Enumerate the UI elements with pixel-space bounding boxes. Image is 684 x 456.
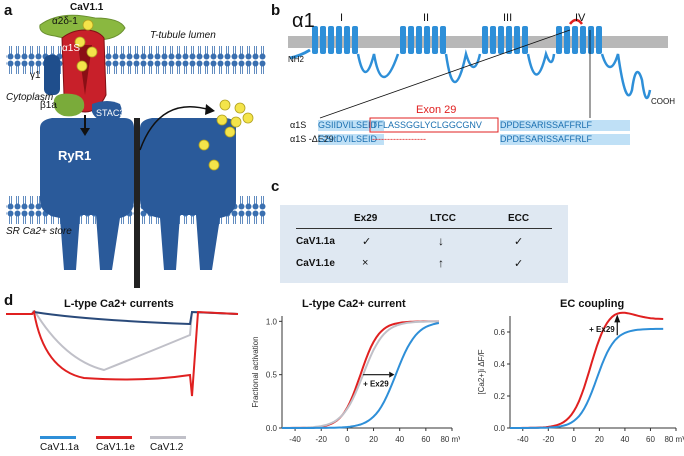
stac3-protein [92, 101, 122, 122]
legend-swatch-1 [40, 436, 76, 439]
annotation-arrowhead [389, 371, 395, 378]
b1a-label: β1a [40, 100, 57, 111]
title-ecc: EC coupling [560, 298, 625, 310]
panel-label-a: a [4, 2, 13, 19]
a1s-label: α1S [62, 43, 81, 54]
x-tick-label: 20 [369, 435, 378, 444]
annotation-arrowhead [614, 314, 621, 323]
exon29-label: Exon 29 [416, 104, 457, 116]
gamma-subunit [44, 55, 60, 95]
seq-row2-a: GSIIDVILSEID [318, 134, 378, 144]
domain-1: I [340, 12, 344, 24]
y-tick-label: 1.0 [266, 317, 278, 326]
x-tick-label: 40 [395, 435, 404, 444]
x-tick-label: -40 [289, 435, 301, 444]
legend-label-2: CaV1.1e [96, 442, 135, 453]
cytoplasm-label: Cytoplasm [6, 92, 54, 103]
table-row2-ltcc: ↑ [438, 256, 444, 270]
stac3-label: STAC3 [96, 108, 125, 118]
seq-row1-b: TFLASSGGLYCLGGCGNV [372, 120, 482, 130]
domain-2: II [423, 12, 430, 24]
ec-coupling-chart: -40 -20 0 20 40 60 80 mV 0.0 0.2 0.4 0.6 [Ca2+]i ΔF… [477, 311, 684, 444]
y-tick-label: 0.2 [494, 392, 506, 401]
a2d-label: α2δ-1 [52, 16, 78, 27]
table-row1-name: CaV1.1a [296, 236, 335, 247]
alpha2delta-subunit [39, 14, 126, 41]
y-tick-label: 0.0 [494, 424, 506, 433]
table-row1-ltcc: ↓ [438, 234, 444, 248]
annotation-label: + Ex29 [363, 380, 389, 389]
table-row1-ecc: ✓ [514, 236, 524, 248]
nh2-label: NH2 [288, 55, 305, 64]
sr-store-label: SR Ca2+ store [6, 226, 72, 237]
seq-row2-c: DPDESARISSAFFRLF [500, 134, 593, 144]
table-header-ex29: Ex29 [354, 213, 378, 224]
cav11-label: CaV1.1 [70, 2, 104, 13]
domain-3: III [503, 12, 513, 24]
ryr1-right [140, 118, 236, 270]
x-tick-label: 60 [646, 435, 655, 444]
x-tick-label: 0 [572, 435, 577, 444]
beta1a-subunit [53, 93, 85, 117]
x-tick-label: -40 [517, 435, 529, 444]
series-line [282, 320, 439, 429]
y-tick-label: 0.6 [494, 328, 506, 337]
series-line [282, 322, 440, 429]
annotation-label: + Ex29 [589, 325, 615, 334]
panel-label-b: b [271, 2, 281, 19]
channel-schematic [6, 14, 266, 288]
ryr1-label: RyR1 [58, 148, 92, 163]
seq-row1-a: GSIIDVILSEID [318, 120, 378, 130]
seq-row1-name: α1S [290, 120, 307, 130]
domain-repeats [312, 26, 602, 54]
table-row2-ex29: × [362, 257, 369, 269]
legend-swatch-2 [96, 436, 132, 439]
topology-diagram [288, 18, 668, 145]
properties-table: Ex29 LTCC ECC CaV1.1a ✓ ↓ ✓ CaV1.1e × ↑ … [280, 205, 568, 283]
x-tick-label: 40 [620, 435, 629, 444]
x-tick-label: 80 mV [440, 435, 460, 444]
table-header-ecc: ECC [508, 213, 530, 224]
t-tubule-label: T-tubule lumen [150, 30, 216, 41]
legend-label-1: CaV1.1a [40, 442, 79, 453]
x-tick-label: -20 [315, 435, 327, 444]
panel-label-c: c [271, 178, 280, 195]
legend-swatch-3 [150, 436, 186, 439]
calcium-ions [74, 19, 254, 171]
y-tick-label: 0.0 [266, 424, 278, 433]
table-row1-ex29: ✓ [362, 236, 372, 248]
alpha1-label: α1 [292, 10, 315, 32]
seq-row2-name: α1S -ΔE29: [290, 134, 337, 144]
table-header-ltcc: LTCC [430, 213, 456, 224]
ryr1-left [40, 118, 134, 270]
g1-label: γ1 [30, 70, 41, 81]
x-tick-label: 80 mV [664, 435, 684, 444]
x-tick-label: 20 [595, 435, 604, 444]
domain-4: IV [575, 12, 586, 24]
series-line [510, 327, 664, 429]
table-row2-ecc: ✓ [514, 258, 524, 270]
panel-label-d: d [4, 292, 14, 309]
title-currents: L-type Ca2+ currents [64, 298, 174, 310]
y-tick-label: 0.5 [266, 371, 278, 380]
x-tick-label: -20 [543, 435, 555, 444]
table-row2-name: CaV1.1e [296, 258, 335, 269]
cooh-label: COOH [651, 97, 675, 106]
y-axis-label: Fractional activation [251, 336, 260, 407]
title-ltype: L-type Ca2+ current [302, 298, 406, 310]
legend-label-3: CaV1.2 [150, 442, 184, 453]
current-traces [6, 310, 239, 397]
seq-row2-b: ------------------ [372, 134, 426, 144]
x-tick-label: 0 [345, 435, 350, 444]
x-tick-label: 60 [421, 435, 430, 444]
y-tick-label: 0.4 [494, 360, 506, 369]
y-axis-label: [Ca2+]i ΔF/F [477, 349, 486, 394]
seq-row1-c: DPDESARISSAFFRLF [500, 120, 593, 130]
